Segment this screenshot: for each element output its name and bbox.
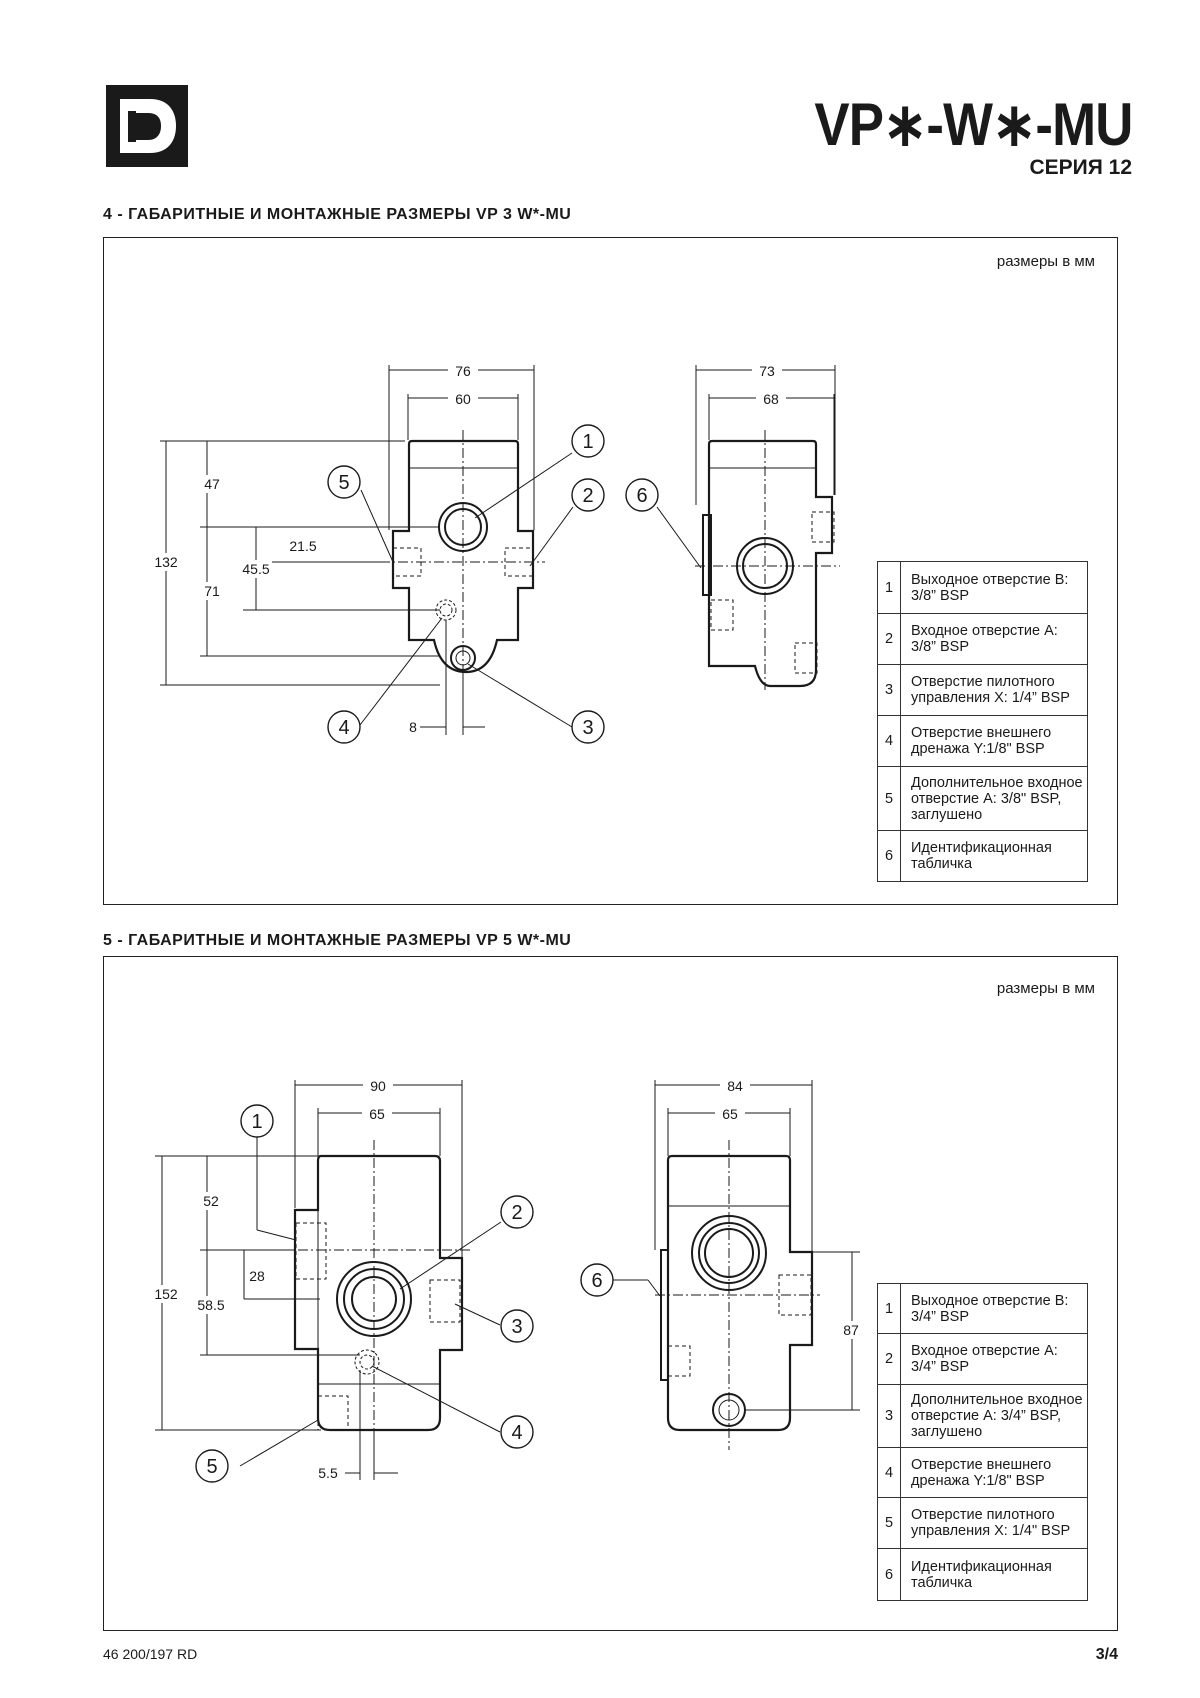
section-4-frame [103,237,1118,905]
legend-text: Дополнительное входное отверстие А: 3/4”… [900,1384,1088,1448]
product-title: VP∗-W∗-MU [813,91,1133,158]
balloon-4-3: 3 [582,717,593,739]
dim-5-w2-outer: 84 [727,1078,743,1094]
balloon-5-3: 3 [511,1316,522,1338]
dim-4-off-a: 21.5 [289,538,316,554]
legend-text: Отверстие внешнего дренажа Y:1/8" BSP [900,715,1088,767]
dim-4-off-b: 45.5 [242,561,269,577]
legend-text: Отверстие пилотного управления X: 1/4” B… [900,664,1088,716]
legend-text: Дополнительное входное отверстие А: 3/8"… [900,766,1088,831]
dim-5-pitch: 5.5 [318,1465,338,1481]
legend-text: Входное отверстие А: 3/8” BSP [900,613,1088,665]
balloon-5-4: 4 [511,1422,522,1444]
legend-text: Идентификационная табличка [900,1548,1088,1601]
legend-num: 1 [877,561,901,614]
dim-4-pitch: 8 [409,719,417,735]
balloon-4-1: 1 [582,431,593,453]
balloon-5-5: 5 [206,1456,217,1478]
dim-5-off-a: 28 [249,1268,265,1284]
legend-text: Выходное отверстие В: 3/4” BSP [900,1283,1088,1334]
dim-5-w2-inner: 65 [722,1106,738,1122]
dim-4-w2-outer: 73 [759,363,775,379]
page-number: 3/4 [1095,1646,1118,1663]
dim-4-h-total: 132 [154,554,178,570]
dim-4-h-top: 47 [204,476,220,492]
dim-5-h-right: 87 [843,1322,859,1338]
dim-5-h-top: 52 [203,1193,219,1209]
dim-5-w-outer: 90 [370,1078,386,1094]
series-label: СЕРИЯ 12 [1029,156,1132,179]
dim-5-h-total: 152 [154,1286,178,1302]
legend-num: 3 [877,1384,901,1448]
legend-num: 2 [877,1333,901,1385]
legend-num: 5 [877,766,901,831]
legend-text: Идентификационная табличка [900,830,1088,882]
balloon-5-2: 2 [511,1202,522,1224]
legend-num: 4 [877,715,901,767]
legend-num: 1 [877,1283,901,1334]
dim-4-w-outer: 76 [455,363,471,379]
dim-4-w-inner: 60 [455,391,471,407]
legend-num: 4 [877,1447,901,1498]
legend-num: 3 [877,664,901,716]
balloon-4-6: 6 [636,485,647,507]
legend-text: Отверстие внешнего дренажа Y:1/8" BSP [900,1447,1088,1498]
section-4-heading: 4 - ГАБАРИТНЫЕ И МОНТАЖНЫЕ РАЗМЕРЫ VP 3 … [103,206,572,223]
balloon-4-2: 2 [582,485,593,507]
section-4-units: размеры в мм [996,253,1095,270]
balloon-5-1: 1 [251,1111,262,1133]
dim-4-w2-inner: 68 [763,391,779,407]
legend-num: 6 [877,1548,901,1601]
dim-4-h-mid: 71 [204,583,220,599]
company-logo [106,85,188,167]
dim-5-w-inner: 65 [369,1106,385,1122]
balloon-4-5: 5 [338,472,349,494]
legend-num: 6 [877,830,901,882]
legend-text: Входное отверстие А: 3/4” BSP [900,1333,1088,1385]
section-5-heading: 5 - ГАБАРИТНЫЕ И МОНТАЖНЫЕ РАЗМЕРЫ VP 5 … [103,932,572,949]
balloon-4-4: 4 [338,717,349,739]
legend-text: Выходное отверстие В: 3/8” BSP [900,561,1088,614]
section-5-units: размеры в мм [996,980,1095,997]
dim-5-h-mid: 58.5 [197,1297,224,1313]
document-code: 46 200/197 RD [103,1646,198,1662]
section-5-frame [103,956,1118,1631]
legend-num: 5 [877,1497,901,1549]
legend-text: Отверстие пилотного управления X: 1/4" B… [900,1497,1088,1549]
balloon-5-6: 6 [591,1270,602,1292]
